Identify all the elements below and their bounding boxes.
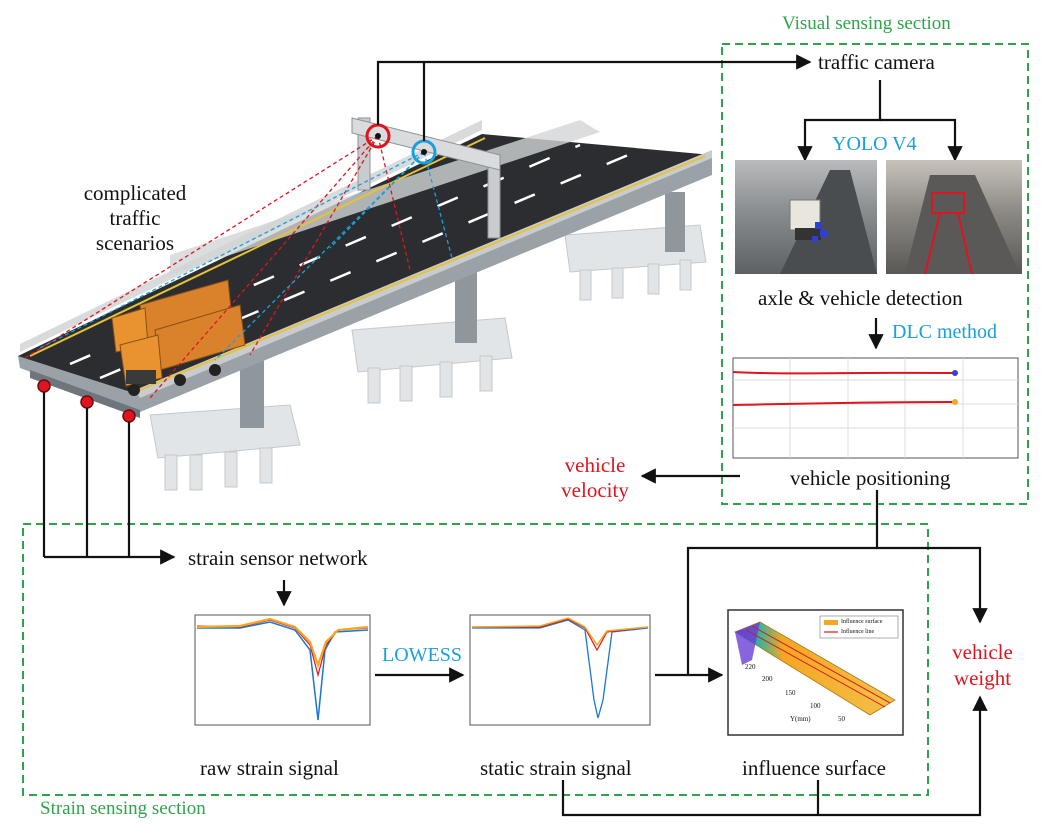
positioning-label: vehicle positioning — [790, 466, 951, 490]
surface-legend-2: Influence line — [841, 629, 875, 635]
camera-photo-right — [886, 160, 1022, 275]
dlc-label: DLC method — [892, 321, 997, 343]
scenarios-label-line3: scenarios — [95, 231, 175, 255]
sensor-dot-3 — [122, 409, 136, 423]
connector-arrows — [42, 54, 988, 817]
raw-signal-label: raw strain signal — [200, 756, 339, 780]
weight-label-line2: weight — [953, 666, 1012, 690]
static-signal-label: static strain signal — [480, 756, 632, 780]
visual-section-title: Visual sensing section — [782, 13, 951, 34]
detection-label: axle & vehicle detection — [758, 286, 963, 310]
scenarios-label-line2: traffic — [109, 206, 161, 230]
surface-axis-label: Y(mm) — [790, 715, 811, 723]
positioning-plot — [732, 357, 1019, 459]
strain-section-box — [22, 523, 929, 796]
influence-surface-plot — [727, 609, 904, 736]
surface-tick-220: 220 — [745, 663, 756, 671]
visual-section-box — [721, 43, 1029, 505]
raw-strain-plot — [194, 614, 371, 726]
weight-label-line1: vehicle — [952, 640, 1013, 664]
camera-photo-left — [735, 160, 877, 274]
traffic-camera-label: traffic camera — [818, 50, 935, 74]
static-strain-plot — [469, 614, 651, 726]
surface-tick-200: 200 — [762, 675, 773, 683]
surface-tick-150: 150 — [785, 689, 796, 697]
camera-view-lines — [24, 135, 453, 399]
surface-tick-50: 50 — [838, 715, 845, 723]
surface-tick-100: 100 — [810, 702, 821, 710]
sensor-dot-2 — [80, 395, 94, 409]
lowess-label: LOWESS — [382, 644, 462, 666]
sensor-network-label: strain sensor network — [188, 546, 368, 570]
surface-legend-1: Influence surface — [841, 619, 883, 625]
velocity-label-line1: vehicle — [564, 453, 626, 477]
sensor-dot-1 — [37, 379, 51, 393]
velocity-label-line2: velocity — [561, 478, 629, 502]
yolo-label: YOLO V4 — [832, 133, 917, 155]
bridge-illustration — [18, 117, 712, 491]
strain-section-title: Strain sensing section — [40, 798, 206, 819]
scenarios-label-line1: complicated — [83, 181, 187, 205]
influence-surface-label: influence surface — [742, 756, 886, 780]
